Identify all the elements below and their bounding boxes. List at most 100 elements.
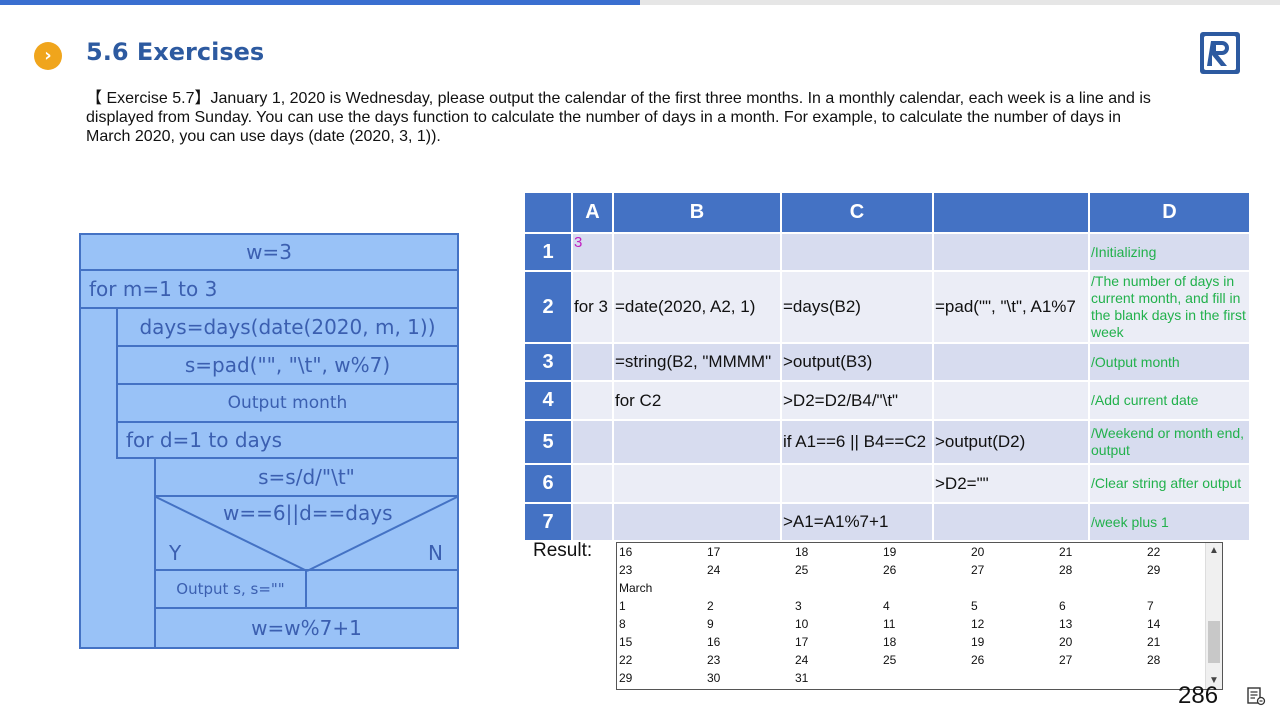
cell-a5[interactable]	[571, 419, 614, 465]
cell-a2[interactable]: for 3	[571, 270, 614, 344]
cell-b6[interactable]	[612, 463, 782, 504]
result-cell: 14	[1147, 617, 1161, 631]
result-line: March	[619, 579, 1209, 597]
cell-c3[interactable]: >output(B3)	[780, 342, 934, 382]
result-scrollbar[interactable]: ▲ ▼	[1205, 543, 1222, 689]
flow-days-text: days=days(date(2020, m, 1))	[139, 315, 436, 339]
column-header-a[interactable]: A	[571, 191, 614, 234]
table-row: 4 for C2 >D2=D2/B4/"\t" /Add current dat…	[523, 380, 1251, 421]
result-cell: 21	[1059, 545, 1073, 559]
raqsoft-logo-icon	[1200, 32, 1240, 74]
result-cell: 26	[971, 653, 985, 667]
cell-x1[interactable]	[932, 232, 1090, 272]
result-cell: 30	[707, 671, 721, 685]
flow-output-s-text: Output s, s=""	[176, 580, 285, 598]
cell-c4[interactable]: >D2=D2/B4/"\t"	[780, 380, 934, 421]
result-cell: 25	[795, 563, 809, 577]
result-cell: 23	[619, 563, 633, 577]
result-cell: 24	[795, 653, 809, 667]
cell-c7[interactable]: >A1=A1%7+1	[780, 502, 934, 542]
row-number[interactable]: 1	[523, 232, 573, 272]
row-number[interactable]: 7	[523, 502, 573, 542]
result-cell: 10	[795, 617, 809, 631]
result-cell: 17	[707, 545, 721, 559]
result-cell: 6	[1059, 599, 1066, 613]
cell-b3[interactable]: =string(B2, "MMMM"	[612, 342, 782, 382]
cell-b2[interactable]: =date(2020, A2, 1)	[612, 270, 782, 344]
cell-d1[interactable]: /Initializing	[1088, 232, 1251, 272]
result-cell: 24	[707, 563, 721, 577]
cell-d6[interactable]: /Clear string after output	[1088, 463, 1251, 504]
row-number[interactable]: 2	[523, 270, 573, 344]
cell-a7[interactable]	[571, 502, 614, 542]
table-row: 5 if A1==6 || B4==C2 >output(D2) /Weeken…	[523, 419, 1251, 465]
result-cell: 8	[619, 617, 626, 631]
column-header-row: A B C D	[523, 191, 1251, 234]
column-header-blank[interactable]	[932, 191, 1090, 234]
cell-b1[interactable]	[612, 232, 782, 272]
cell-x7[interactable]	[932, 502, 1090, 542]
cell-x6[interactable]: >D2=""	[932, 463, 1090, 504]
result-cell: 13	[1059, 617, 1073, 631]
cell-d2[interactable]: /The number of days in current month, an…	[1088, 270, 1251, 344]
result-cell: 4	[883, 599, 890, 613]
result-cell: 18	[795, 545, 809, 559]
cell-x5[interactable]: >output(D2)	[932, 419, 1090, 465]
scroll-up-icon[interactable]: ▲	[1209, 545, 1219, 556]
result-cell: 22	[1147, 545, 1161, 559]
corner-cell[interactable]	[523, 191, 573, 234]
column-header-d[interactable]: D	[1088, 191, 1251, 234]
row-number[interactable]: 3	[523, 342, 573, 382]
flow-output-s: Output s, s=""	[154, 569, 307, 609]
row-number[interactable]: 6	[523, 463, 573, 504]
column-header-b[interactable]: B	[612, 191, 782, 234]
scroll-down-icon[interactable]: ▼	[1209, 675, 1219, 686]
slide-progress-fill	[0, 0, 640, 5]
cell-b5[interactable]	[612, 419, 782, 465]
column-header-c[interactable]: C	[780, 191, 934, 234]
cell-x2[interactable]: =pad("", "\t", A1%7	[932, 270, 1090, 344]
flow-yes-label: Y	[169, 541, 182, 565]
cell-x3[interactable]	[932, 342, 1090, 382]
spreadsheet: A B C D 1 3 /Initializing 2 for 3 =date(…	[523, 191, 1251, 542]
flow-w-next: w=w%7+1	[154, 607, 459, 649]
result-cell: 1	[619, 599, 626, 613]
cell-c1[interactable]	[780, 232, 934, 272]
cell-d3[interactable]: /Output month	[1088, 342, 1251, 382]
cell-b4[interactable]: for C2	[612, 380, 782, 421]
cell-x4[interactable]	[932, 380, 1090, 421]
row-number[interactable]: 4	[523, 380, 573, 421]
table-row: 6 >D2="" /Clear string after output	[523, 463, 1251, 504]
scroll-thumb[interactable]	[1208, 621, 1220, 663]
result-label: Result:	[533, 540, 593, 561]
table-row: 1 3 /Initializing	[523, 232, 1251, 272]
cell-d5[interactable]: /Weekend or month end, output	[1088, 419, 1251, 465]
result-cell: 16	[619, 545, 633, 559]
cell-d4[interactable]: /Add current date	[1088, 380, 1251, 421]
result-cell: March	[619, 581, 653, 595]
cell-a3[interactable]	[571, 342, 614, 382]
notes-icon[interactable]	[1246, 686, 1266, 706]
cell-c2[interactable]: =days(B2)	[780, 270, 934, 344]
row-number[interactable]: 5	[523, 419, 573, 465]
result-cell: 12	[971, 617, 985, 631]
flow-empty-branch	[305, 569, 459, 609]
flow-no-label: N	[428, 541, 443, 565]
cell-a4[interactable]	[571, 380, 614, 421]
cell-b7[interactable]	[612, 502, 782, 542]
result-cell: 16	[707, 635, 721, 649]
cell-c6[interactable]	[780, 463, 934, 504]
cell-a1[interactable]: 3	[571, 232, 614, 272]
cell-c5[interactable]: if A1==6 || B4==C2	[780, 419, 934, 465]
cell-a6[interactable]	[571, 463, 614, 504]
cell-d7[interactable]: /week plus 1	[1088, 502, 1251, 542]
flow-for-m-text: for m=1 to 3	[89, 277, 218, 301]
result-cell: 17	[795, 635, 809, 649]
flow-pad-text: s=pad("", "\t", w%7)	[184, 353, 391, 377]
